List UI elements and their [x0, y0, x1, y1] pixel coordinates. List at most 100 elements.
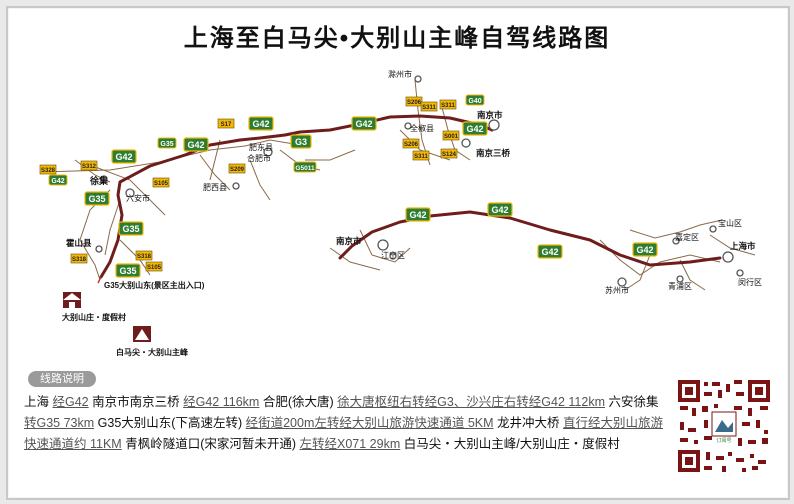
expressway-shields: G42 G42 G42 G3 G42 G42 G35 G35	[48, 94, 658, 278]
route-seg: 经G42	[52, 395, 89, 409]
shield-s328: S328	[39, 164, 57, 175]
svg-text:S311: S311	[422, 105, 436, 111]
resort-icon	[63, 292, 81, 308]
shield-g35-a: G35	[84, 191, 110, 206]
svg-text:G35: G35	[160, 141, 173, 148]
sanqiao-dot	[461, 138, 471, 148]
qingpu-dot	[676, 275, 684, 283]
city-markers	[95, 75, 744, 287]
svg-text:S311: S311	[441, 103, 455, 109]
shield-g42-small: G42	[48, 174, 68, 186]
label-hefei: 合肥市	[247, 153, 271, 163]
svg-text:S001: S001	[444, 134, 459, 140]
route-seg: 经街道200m左转经大别山旅游快速通道 5KM	[245, 416, 494, 430]
label-g35-exit: G35大别山东(景区主出入口)	[104, 280, 205, 290]
baoshan-dot	[709, 225, 717, 233]
shield-g42-d: G42	[351, 116, 377, 131]
shield-g42-f: G42	[405, 207, 431, 222]
svg-text:G42: G42	[491, 205, 508, 215]
label-sanqiao: 南京三桥	[476, 148, 511, 158]
provincial-shields: S17 S206 S311 S311 S001 S206 S311 S124 S…	[39, 96, 460, 272]
route-seg: G35大别山东(下高速左转)	[97, 416, 243, 430]
svg-text:S209: S209	[230, 167, 245, 173]
label-chuzhou: 滁州市	[388, 69, 412, 79]
svg-text:G42: G42	[541, 247, 558, 257]
svg-text:S206: S206	[404, 142, 419, 148]
mountain-peak-icon	[133, 326, 151, 342]
svg-text:S311: S311	[414, 154, 428, 160]
suzhou-dot	[617, 277, 627, 287]
route-seg: 左转经X071 29km	[299, 437, 401, 451]
label-jiangning: 江宁区	[381, 250, 405, 260]
jiangning-dot	[389, 252, 397, 260]
shield-g42-b: G42	[183, 137, 209, 152]
shield-g42-i: G42	[632, 242, 658, 257]
label-summit: 白马尖・大别山主峰	[116, 347, 188, 357]
place-labels: 滁州市 南京市 南京三桥 全椒县 肥东县 合肥市 肥西县 徐集 六安市 霍山县 …	[62, 69, 762, 357]
qr-code[interactable]: 订阅号	[676, 378, 772, 474]
label-jiading: 嘉定区	[675, 232, 699, 242]
shield-g42-a: G42	[111, 149, 137, 164]
route-description: 上海 经G42 南京市南京三桥 经G42 116km 合肥(徐大唐) 徐大唐枢纽…	[24, 392, 664, 455]
qr-caption: 订阅号	[716, 437, 731, 444]
svg-text:G42: G42	[115, 152, 132, 162]
route-east	[338, 210, 722, 267]
svg-text:G42: G42	[355, 119, 372, 129]
svg-text:G35: G35	[122, 224, 139, 234]
route-seg: 青枫岭隧道口(宋家河暂未开通)	[125, 437, 297, 451]
route-seg: 龙井冲大桥	[497, 416, 560, 430]
svg-text:G5011: G5011	[295, 165, 315, 172]
shield-s312: S312	[80, 160, 98, 171]
svg-text:S105: S105	[154, 181, 169, 187]
shield-g5011: G5011	[293, 161, 317, 173]
svg-text:G42: G42	[409, 210, 426, 220]
svg-text:G3: G3	[295, 137, 307, 147]
route-seg: 徐大唐枢纽右转经G3、沙兴庄右转经G42 112km	[337, 395, 605, 409]
label-feidong: 肥东县	[249, 142, 273, 152]
shanghai-dot	[722, 251, 734, 263]
label-minhang: 闵行区	[738, 277, 762, 287]
shield-s318-b: S318	[135, 250, 153, 261]
map-title: 上海至白马尖•大别山主峰自驾线路图	[183, 25, 611, 52]
svg-text:G42: G42	[187, 140, 204, 150]
nanjing-mid-dot	[377, 239, 389, 251]
legend-title: 线路说明	[28, 371, 96, 387]
nanjing-top-dot	[488, 119, 500, 131]
svg-text:S312: S312	[82, 164, 97, 170]
route-seg: 转G35 73km	[24, 416, 95, 430]
access-road	[97, 276, 102, 284]
shield-s311-c: S311	[412, 150, 430, 161]
label-shanghai: 上海市	[730, 241, 756, 251]
svg-text:S318: S318	[72, 257, 87, 263]
svg-text:G35: G35	[88, 194, 105, 204]
shield-s318-a: S318	[70, 253, 88, 264]
svg-text:S318: S318	[137, 254, 152, 260]
label-baoshan: 宝山区	[718, 218, 742, 228]
route-seg: 南京市南京三桥	[92, 395, 180, 409]
svg-text:G42: G42	[51, 178, 64, 185]
svg-text:G35: G35	[119, 266, 136, 276]
main-route	[99, 114, 722, 279]
shield-g35-c: G35	[115, 263, 141, 278]
route-seg: 合肥(徐大唐)	[262, 395, 334, 409]
svg-text:G42: G42	[636, 245, 653, 255]
xuji-dot	[100, 175, 108, 183]
label-quanjiao: 全椒县	[410, 123, 434, 133]
svg-text:G42: G42	[252, 119, 269, 129]
label-feixi: 肥西县	[203, 183, 227, 192]
route-seg: 经G42 116km	[183, 395, 260, 409]
jiading-dot	[672, 237, 680, 245]
label-nanjing-top: 南京市	[477, 110, 503, 120]
route-seg: 上海	[24, 395, 50, 409]
shield-g42-h: G42	[537, 244, 563, 259]
shield-s124: S124	[440, 148, 458, 159]
label-qingpu: 青浦区	[668, 281, 692, 291]
label-resort: 大别山庄・度假村	[62, 312, 126, 322]
route-seg: 直行经大别山旅游快速通道约 11KM	[24, 416, 664, 451]
shield-g3: G3	[290, 134, 312, 149]
label-huoshan: 霍山县	[66, 238, 92, 248]
shield-g40: G40	[465, 94, 485, 106]
shield-g42-e: G42	[462, 121, 488, 136]
svg-text:S206: S206	[407, 100, 422, 106]
